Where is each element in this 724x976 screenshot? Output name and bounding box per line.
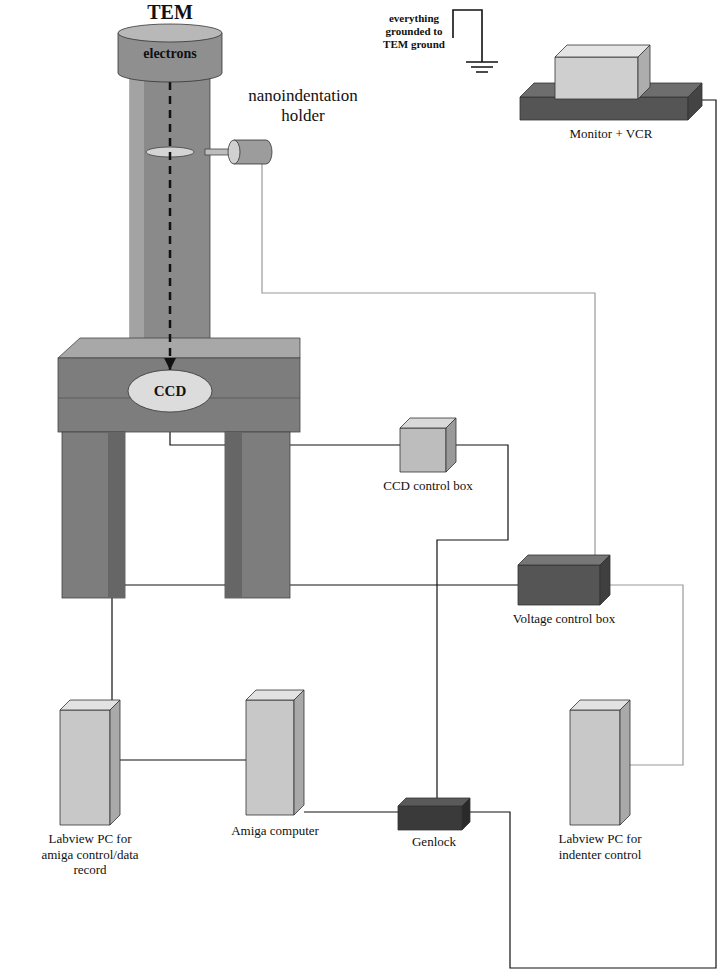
signal-cable bbox=[437, 445, 508, 798]
box-3d bbox=[246, 690, 304, 815]
box-front bbox=[555, 57, 638, 99]
genlock: Genlock bbox=[398, 798, 470, 830]
node-outline bbox=[398, 798, 470, 830]
holder-face bbox=[228, 140, 240, 164]
node-label: Genlock bbox=[394, 834, 474, 850]
box-3d bbox=[570, 700, 630, 825]
box-front bbox=[400, 428, 446, 472]
ccd-camera: CCD bbox=[128, 370, 212, 412]
right-leg bbox=[225, 432, 290, 598]
base-front bbox=[58, 358, 300, 432]
box-front bbox=[520, 97, 688, 120]
box-front bbox=[60, 710, 110, 825]
node-outline bbox=[60, 700, 120, 825]
box-front bbox=[246, 700, 294, 815]
holder-rod bbox=[205, 149, 230, 155]
box-side bbox=[462, 798, 470, 830]
node-outline bbox=[246, 690, 304, 815]
box-side bbox=[688, 83, 702, 120]
box-side bbox=[638, 45, 650, 99]
signal-cable bbox=[112, 585, 518, 700]
node-label: CCD control box bbox=[378, 478, 478, 494]
labview-pc: Labview PC for amiga control/data record bbox=[60, 700, 120, 825]
column-highlight bbox=[130, 60, 144, 342]
box-front bbox=[398, 806, 462, 830]
node-outline bbox=[400, 418, 456, 472]
node-outline bbox=[520, 45, 702, 120]
signal-cable bbox=[304, 811, 398, 812]
node-label: Labview PC for amiga control/data record bbox=[35, 831, 145, 878]
signal-cable bbox=[470, 100, 716, 968]
ground-wire bbox=[453, 10, 482, 62]
base-top bbox=[58, 338, 300, 358]
box-front bbox=[518, 565, 600, 605]
node-label: Labview PC for indenter control bbox=[545, 831, 655, 862]
amiga-computer: Amiga computer bbox=[246, 690, 304, 815]
box-side bbox=[110, 700, 120, 825]
ccd-ellipse bbox=[128, 370, 212, 412]
node-label: TEM bbox=[40, 0, 300, 24]
electron-beam bbox=[169, 82, 172, 370]
node-label: CCD bbox=[128, 382, 212, 400]
node-outline bbox=[228, 140, 272, 164]
node-label: nanoindentation holder bbox=[228, 86, 378, 127]
box-top bbox=[398, 798, 470, 806]
ground-note: everything grounded to TEM ground bbox=[380, 12, 448, 52]
nanoindentation-holder: nanoindentation holder bbox=[228, 140, 272, 164]
box-side bbox=[446, 418, 456, 472]
labview-pc: Labview PC for indenter control bbox=[570, 700, 630, 825]
node-label: Amiga computer bbox=[215, 823, 335, 839]
box-side bbox=[600, 555, 610, 605]
box-side bbox=[294, 690, 304, 815]
ground-symbol bbox=[466, 62, 498, 72]
box-3d bbox=[400, 418, 456, 472]
voltage-control-box: Voltage control box bbox=[518, 555, 610, 605]
signal-cable bbox=[120, 759, 246, 760]
monitor-box bbox=[555, 45, 650, 99]
node-label: Voltage control box bbox=[494, 611, 634, 627]
monitor-vcr: Monitor + VCR bbox=[520, 45, 702, 120]
box-3d bbox=[398, 798, 470, 830]
node-label: Monitor + VCR bbox=[520, 126, 702, 142]
node-outline bbox=[518, 555, 610, 605]
right-leg-side bbox=[225, 432, 242, 598]
node-outline bbox=[570, 700, 630, 825]
box-side bbox=[620, 700, 630, 825]
box-3d bbox=[518, 555, 610, 605]
electron-gun: electrons bbox=[118, 24, 222, 82]
cylinder-top bbox=[118, 24, 222, 42]
box-3d bbox=[60, 700, 120, 825]
left-leg-side bbox=[108, 432, 125, 598]
signal-cable bbox=[262, 164, 595, 555]
box-front bbox=[570, 710, 620, 825]
box-top bbox=[555, 45, 650, 57]
ccd-control-box: CCD control box bbox=[400, 418, 456, 472]
node-label: electrons bbox=[118, 46, 222, 63]
box-top bbox=[518, 555, 610, 565]
left-leg bbox=[62, 432, 125, 598]
